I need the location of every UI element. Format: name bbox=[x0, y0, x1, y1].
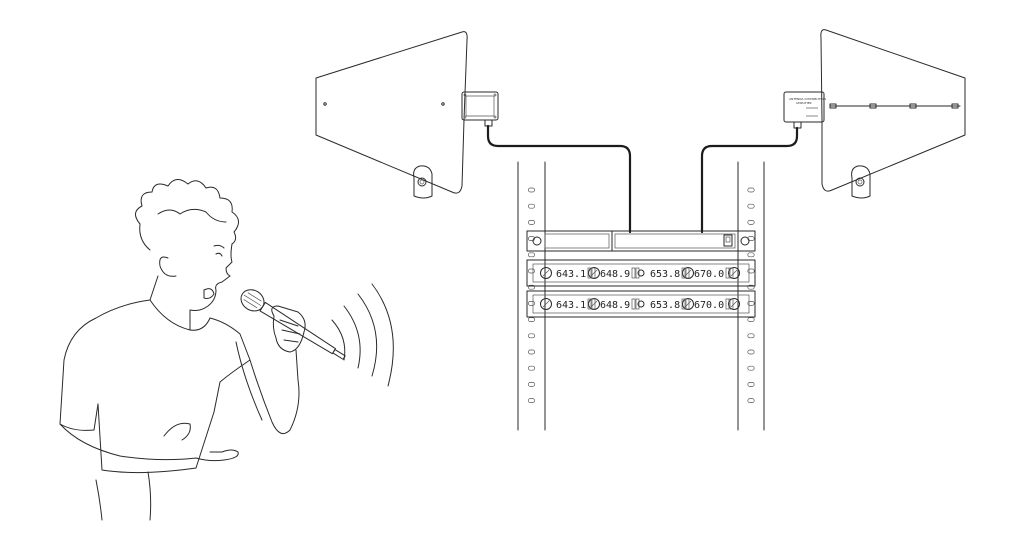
distribution-unit bbox=[526, 230, 756, 252]
singer-figure bbox=[59, 179, 306, 521]
rack-hole bbox=[747, 203, 755, 209]
rack-hole bbox=[747, 220, 755, 225]
channel-frequency: 653.8 bbox=[650, 300, 680, 311]
handheld-microphone bbox=[240, 289, 346, 360]
gain-knob-icon bbox=[682, 298, 694, 310]
rack-hole bbox=[527, 236, 536, 241]
rack-hole bbox=[527, 317, 536, 322]
receiver-unit: 643.1 648.9 653.8 670.0 bbox=[526, 259, 756, 287]
rack-hole bbox=[747, 333, 755, 339]
power-button-icon bbox=[637, 269, 645, 277]
receiver-unit: 643.1 648.9 653.8 670.0 bbox=[526, 290, 756, 318]
rack-hole bbox=[747, 398, 755, 403]
right-antenna: ANTENNA DISTRIBUTION AMPLIFIER bbox=[783, 29, 966, 199]
rack-hole bbox=[747, 382, 755, 387]
channel-frequency: 670.0 bbox=[694, 269, 724, 280]
svg-text:ANTENNA DISTRIBUTION: ANTENNA DISTRIBUTION bbox=[789, 97, 826, 101]
left-antenna bbox=[315, 31, 499, 199]
gain-knob-icon bbox=[682, 267, 694, 279]
rack-hole bbox=[527, 220, 536, 225]
gain-knob-icon bbox=[728, 267, 740, 279]
channel-frequency: 653.8 bbox=[650, 269, 680, 280]
receivers: 643.1 648.9 653.8 670.0 643.1 648.9 653.8 670.0 bbox=[526, 259, 756, 318]
rack-hole bbox=[747, 349, 755, 355]
gain-knob-icon bbox=[588, 298, 600, 310]
rack-hole bbox=[527, 382, 536, 387]
gain-knob-icon bbox=[728, 298, 740, 310]
gain-knob-icon bbox=[588, 267, 600, 279]
rack-hole bbox=[527, 284, 536, 290]
sound-waves bbox=[331, 283, 394, 387]
rack-hole bbox=[747, 317, 755, 322]
rack-hole bbox=[527, 268, 536, 274]
coax-cables bbox=[486, 124, 799, 234]
svg-text:AMPLIFIER: AMPLIFIER bbox=[796, 101, 812, 105]
rack-hole bbox=[747, 236, 755, 241]
channel-frequency: 648.9 bbox=[600, 269, 630, 280]
rack-hole bbox=[527, 398, 536, 403]
channel-frequency: 643.1 bbox=[556, 269, 586, 280]
rack-hole bbox=[527, 365, 536, 371]
equipment-rack bbox=[517, 161, 765, 431]
channel-frequency: 643.1 bbox=[556, 300, 586, 311]
channel-frequency: 648.9 bbox=[600, 300, 630, 311]
power-button-icon bbox=[637, 300, 645, 308]
rack-hole bbox=[747, 284, 755, 290]
rack-hole bbox=[527, 333, 536, 339]
rack-hole bbox=[527, 349, 536, 355]
rack-hole bbox=[747, 252, 755, 258]
rack-hole bbox=[527, 187, 536, 193]
rack-hole bbox=[747, 187, 755, 193]
rack-hole bbox=[747, 365, 755, 371]
rack-hole bbox=[527, 252, 536, 258]
gain-knob-icon bbox=[540, 267, 552, 279]
rack-hole bbox=[747, 301, 755, 306]
rack-hole bbox=[527, 203, 536, 209]
rack-hole bbox=[527, 301, 536, 306]
gain-knob-icon bbox=[540, 298, 552, 310]
rack-hole bbox=[747, 268, 755, 274]
channel-frequency: 670.0 bbox=[694, 300, 724, 311]
